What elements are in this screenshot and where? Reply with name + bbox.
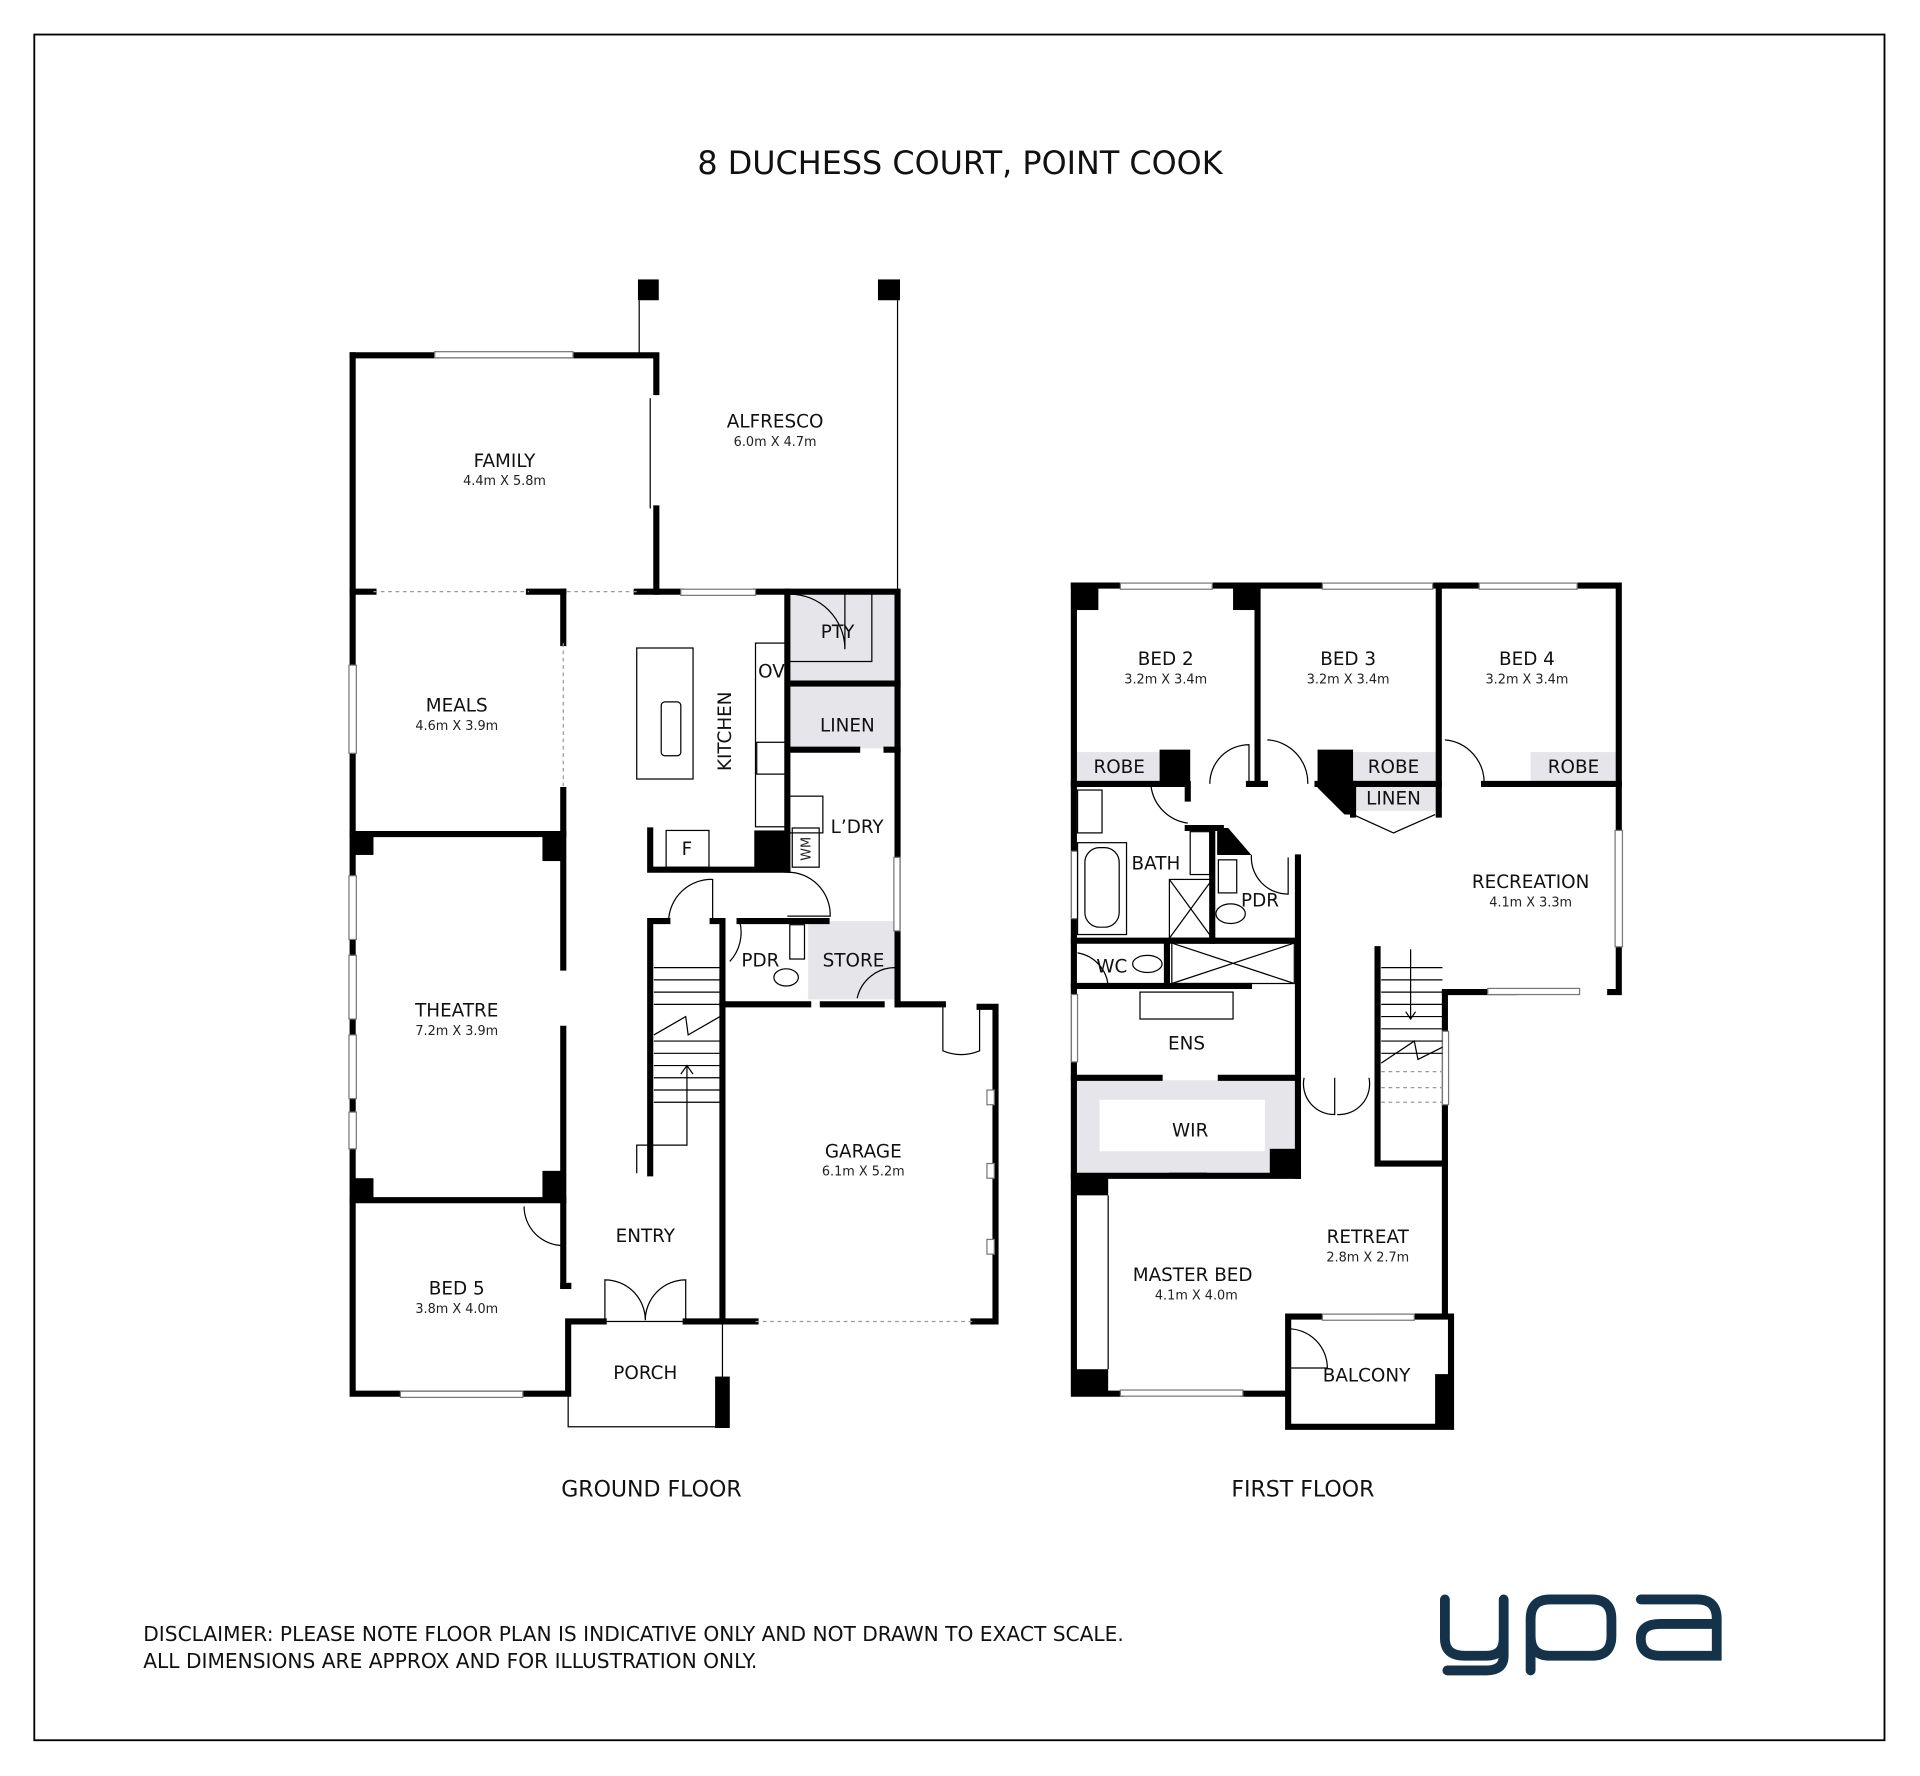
disclaimer-line-1: DISCLAIMER: PLEASE NOTE FLOOR PLAN IS IN… [143, 1622, 1124, 1646]
room-wc-label: WC [1096, 956, 1127, 977]
room-pty-label: PTY [821, 622, 855, 643]
first-floor-windows [1070, 582, 1624, 1397]
ground-floor-caption: GROUND FLOOR [561, 1478, 741, 1503]
ground-floor-walls [349, 279, 999, 1428]
ypa-logo [1440, 1594, 1722, 1676]
ground-floor-shading [789, 594, 897, 1000]
first-floor-plan: BED 2 3.2m X 3.4m BED 3 3.2m X 3.4m BED … [1070, 582, 1624, 1503]
room-recreation-size: 4.1m X 3.3m [1489, 895, 1572, 910]
first-floor-shading [1076, 752, 1617, 1174]
room-bed5-size: 3.8m X 4.0m [415, 1302, 498, 1317]
ground-floor-plan: FAMILY 4.4m X 5.8m ALFRESCO 6.0m X 4.7m … [348, 279, 999, 1503]
room-entry-label: ENTRY [616, 1226, 676, 1247]
room-retreat-size: 2.8m X 2.7m [1326, 1250, 1409, 1265]
disclaimer-line-2: ALL DIMENSIONS ARE APPROX AND FOR ILLUST… [143, 1649, 757, 1673]
room-porch-label: PORCH [613, 1363, 677, 1384]
room-alfresco-size: 6.0m X 4.7m [734, 435, 817, 450]
room-alfresco-label: ALFRESCO [727, 412, 824, 433]
first-floor-fixtures [1076, 739, 1485, 1369]
room-pdr-label: PDR [1241, 890, 1279, 911]
first-floor-walls [1070, 582, 1622, 1430]
room-bed2-size: 3.2m X 3.4m [1124, 673, 1207, 688]
room-bed4-label: BED 4 [1499, 649, 1555, 670]
room-wir-label: WIR [1172, 1121, 1209, 1142]
room-linen-label: LINEN [1366, 789, 1421, 810]
sheet-border [33, 33, 1886, 1742]
room-theatre-size: 7.2m X 3.9m [415, 1024, 498, 1039]
room-family-label: FAMILY [474, 451, 536, 472]
room-master-label: MASTER BED [1133, 1265, 1253, 1286]
washing-machine-label: WM [800, 837, 815, 861]
room-meals-label: MEALS [426, 696, 488, 717]
room-theatre-label: THEATRE [414, 1001, 498, 1022]
room-bed3-label: BED 3 [1320, 649, 1376, 670]
room-recreation-label: RECREATION [1472, 872, 1589, 893]
ground-floor-windows [348, 351, 995, 1398]
room-bed4-size: 3.2m X 3.4m [1486, 673, 1569, 688]
page-title: 8 DUCHESS COURT, POINT COOK [697, 144, 1223, 182]
room-store-label: STORE [823, 950, 885, 971]
room-meals-size: 4.6m X 3.9m [415, 719, 498, 734]
room-bed2-label: BED 2 [1138, 649, 1194, 670]
room-balcony-label: BALCONY [1323, 1365, 1411, 1386]
room-bed3-size: 3.2m X 3.4m [1307, 673, 1390, 688]
room-garage-size: 6.1m X 5.2m [822, 1165, 905, 1180]
room-bed5-label: BED 5 [429, 1279, 485, 1300]
room-family-size: 4.4m X 5.8m [463, 474, 546, 489]
ground-floor-fixtures [523, 593, 981, 1322]
room-pdr-label: PDR [741, 950, 779, 971]
oven-label: OV [758, 661, 785, 682]
room-retreat-label: RETREAT [1327, 1227, 1410, 1248]
room-laundry-label: L’DRY [831, 817, 885, 838]
room-garage-label: GARAGE [825, 1141, 902, 1162]
room-kitchen-label: KITCHEN [715, 691, 736, 771]
room-bath-label: BATH [1132, 854, 1181, 875]
first-floor-caption: FIRST FLOOR [1231, 1478, 1374, 1503]
room-ens-label: ENS [1168, 1034, 1205, 1055]
room-robe2-label: ROBE [1093, 757, 1144, 778]
room-master-size: 4.1m X 4.0m [1155, 1288, 1238, 1303]
room-robe4-label: ROBE [1548, 757, 1599, 778]
fridge-label: F [682, 839, 693, 860]
room-robe3-label: ROBE [1368, 757, 1419, 778]
room-linen-label: LINEN [820, 715, 875, 736]
